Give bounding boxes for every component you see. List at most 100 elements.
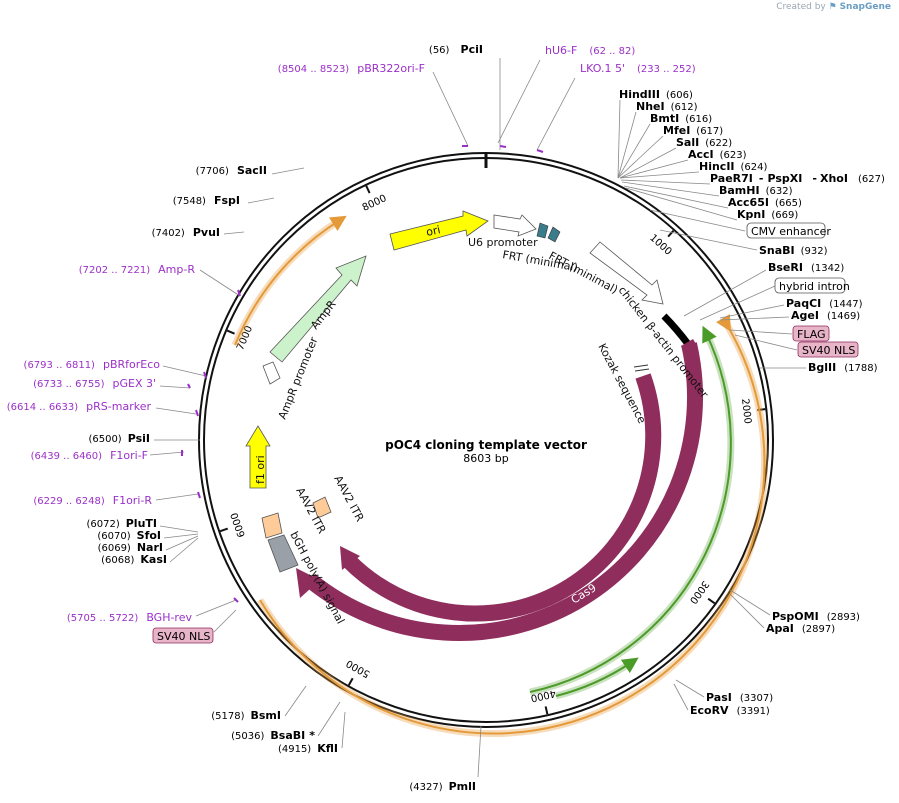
psii-pos: (6500) — [88, 434, 121, 445]
svg-text:(7202 .. 7221)Amp-R: (7202 .. 7221)Amp-R — [79, 263, 196, 276]
leader-line — [673, 683, 689, 711]
tick-label: 2000 — [739, 398, 753, 425]
cmv-enhancer-label: CMV enhancer — [751, 225, 831, 238]
flag-box — [792, 325, 830, 342]
leader-line — [623, 185, 729, 209]
sali-name: SalI — [676, 136, 699, 149]
credit-prefix: Created by — [776, 2, 826, 12]
aav2-itr-label-1: AAV2 ITR — [331, 473, 366, 524]
green-orf-arc-2 — [555, 657, 639, 697]
prs-name: pRS-marker — [86, 400, 151, 413]
pluti-pos: (6072) — [86, 519, 119, 530]
ampr-primer-pos: (7202 .. 7221) — [79, 265, 151, 276]
hu6f-name: hU6-F — [545, 44, 577, 57]
svg-text:HindIII(606): HindIII(606) — [619, 88, 693, 101]
leader-line — [617, 123, 651, 179]
pgex-pos: (6733 .. 6755) — [33, 379, 105, 390]
primer-mark — [197, 491, 201, 499]
leader-lines — [149, 58, 806, 778]
plasmid-name: pOC4 cloning template vector — [385, 438, 587, 452]
nari-name: NarI — [137, 541, 163, 554]
bghrev-name: BGH-rev — [146, 611, 192, 624]
svg-text:(6614 .. 6633)pRS-marker: (6614 .. 6633) pRS-marker — [7, 400, 152, 413]
svg-text:SalI(622): SalI(622) — [676, 136, 732, 149]
sv40-nls-box-2 — [152, 627, 214, 644]
cmv-enhancer-box — [746, 222, 826, 239]
acc65i-pos: (665) — [775, 198, 802, 209]
psii-name: PsiI — [128, 432, 150, 445]
bamhi-name: BamHI — [719, 184, 760, 197]
prs-pos: (6614 .. 6633) — [7, 402, 79, 413]
svg-text:AgeI(1469): AgeI(1469) — [791, 309, 860, 322]
bmti-pos: (616) — [685, 114, 712, 125]
leader-line — [317, 701, 341, 737]
kpni-name: KpnI — [737, 208, 765, 221]
svg-text:BglII(1788): BglII(1788) — [808, 361, 878, 374]
svg-text:(7402)PvuI: (7402)PvuI — [152, 226, 220, 239]
agei-name: AgeI — [791, 309, 819, 322]
u6-label: U6 promoter — [468, 236, 538, 249]
sacii-name: SacII — [237, 164, 267, 177]
primer-mark — [187, 383, 191, 389]
pvui-name: PvuI — [193, 226, 220, 239]
leader-line — [620, 179, 711, 185]
kpni-pos: (669) — [771, 210, 798, 221]
leader-line — [195, 599, 237, 617]
tick-label: 5000 — [345, 657, 373, 679]
leader-line — [617, 135, 664, 179]
svg-text:(5178)BsmI: (5178)BsmI — [211, 709, 281, 722]
lko-pos: (233 .. 252) — [637, 64, 696, 75]
leader-line — [734, 334, 798, 351]
svg-text:(6500)PsiI: (6500) PsiI — [88, 432, 150, 445]
pbrforeco-name: pBRforEco — [103, 358, 160, 371]
hincii-name: HincII — [699, 160, 735, 173]
pspomi-pos: (2893) — [827, 612, 860, 623]
leader-line — [155, 407, 197, 415]
pspxi-name: PspXI — [767, 172, 802, 185]
svg-text:(7706)SacII: (7706)SacII — [196, 164, 267, 177]
f1orir-name: F1ori-R — [113, 494, 153, 507]
green-orf-arc-1 — [529, 325, 732, 693]
svg-text:BamHI(632): BamHI(632) — [719, 184, 793, 197]
mfei-pos: (617) — [696, 126, 723, 137]
bmti-name: BmtI — [650, 112, 679, 125]
leader-line — [223, 231, 245, 235]
svg-text:(6733 .. 6755)pGEX 3': (6733 .. 6755)pGEX 3' — [33, 377, 156, 390]
svg-text:(5036)BsaBI*: (5036)BsaBI* — [231, 729, 315, 742]
svg-text:(6229 .. 6248)F1ori-R: (6229 .. 6248)F1ori-R — [33, 494, 152, 507]
svg-text:(6439 .. 6460)F1ori-F: (6439 .. 6460)F1ori-F — [31, 449, 148, 462]
ecorv-name: EcoRV — [690, 704, 729, 717]
leader-line — [284, 685, 307, 717]
leader-line — [619, 171, 700, 179]
tick-mark — [226, 329, 235, 335]
paqci-name: PaqCI — [786, 297, 821, 310]
primer-labels: hU6-F(62 .. 82) LKO.1 5'(233 .. 252) (85… — [7, 44, 696, 624]
bsabi-name: BsaBI — [270, 729, 305, 742]
xhoi-name: XhoI — [820, 172, 848, 185]
paer7i-name: PaeR7I — [710, 172, 753, 185]
primer-mark — [536, 149, 544, 153]
cas9-inner-arrowhead — [340, 546, 360, 570]
svg-text:(6072)PluTI: (6072)PluTI — [86, 517, 157, 530]
bgh-label: bGH poly(A) signal — [287, 529, 347, 626]
primer-mark — [203, 371, 207, 379]
svg-text:(6068)KasI: (6068)KasI — [101, 553, 167, 566]
orf-arc-right — [259, 314, 766, 735]
mfei-name: MfeI — [663, 124, 690, 137]
pasi-name: PasI — [706, 691, 732, 704]
svg-text:(6070)SfoI: (6070)SfoI — [97, 529, 161, 542]
svg-text:EcoRV(3391): EcoRV(3391) — [690, 704, 770, 717]
pbr322-pos: (8504 .. 8523) — [278, 64, 350, 75]
pmli-pos: (4327) — [409, 782, 442, 793]
sv40-nls-label-2: SV40 NLS — [157, 630, 210, 643]
pmli-name: PmlI — [449, 780, 476, 793]
bsabi-pos: (5036) — [231, 731, 264, 742]
kozak-mark — [633, 364, 649, 368]
leader-line — [729, 589, 771, 616]
pbrforeco-pos: (6793 .. 6811) — [24, 360, 96, 371]
hindiii-name: HindIII — [619, 88, 660, 101]
nhei-name: NheI — [636, 100, 665, 113]
leader-line — [649, 209, 746, 232]
frt-1 — [536, 222, 549, 239]
